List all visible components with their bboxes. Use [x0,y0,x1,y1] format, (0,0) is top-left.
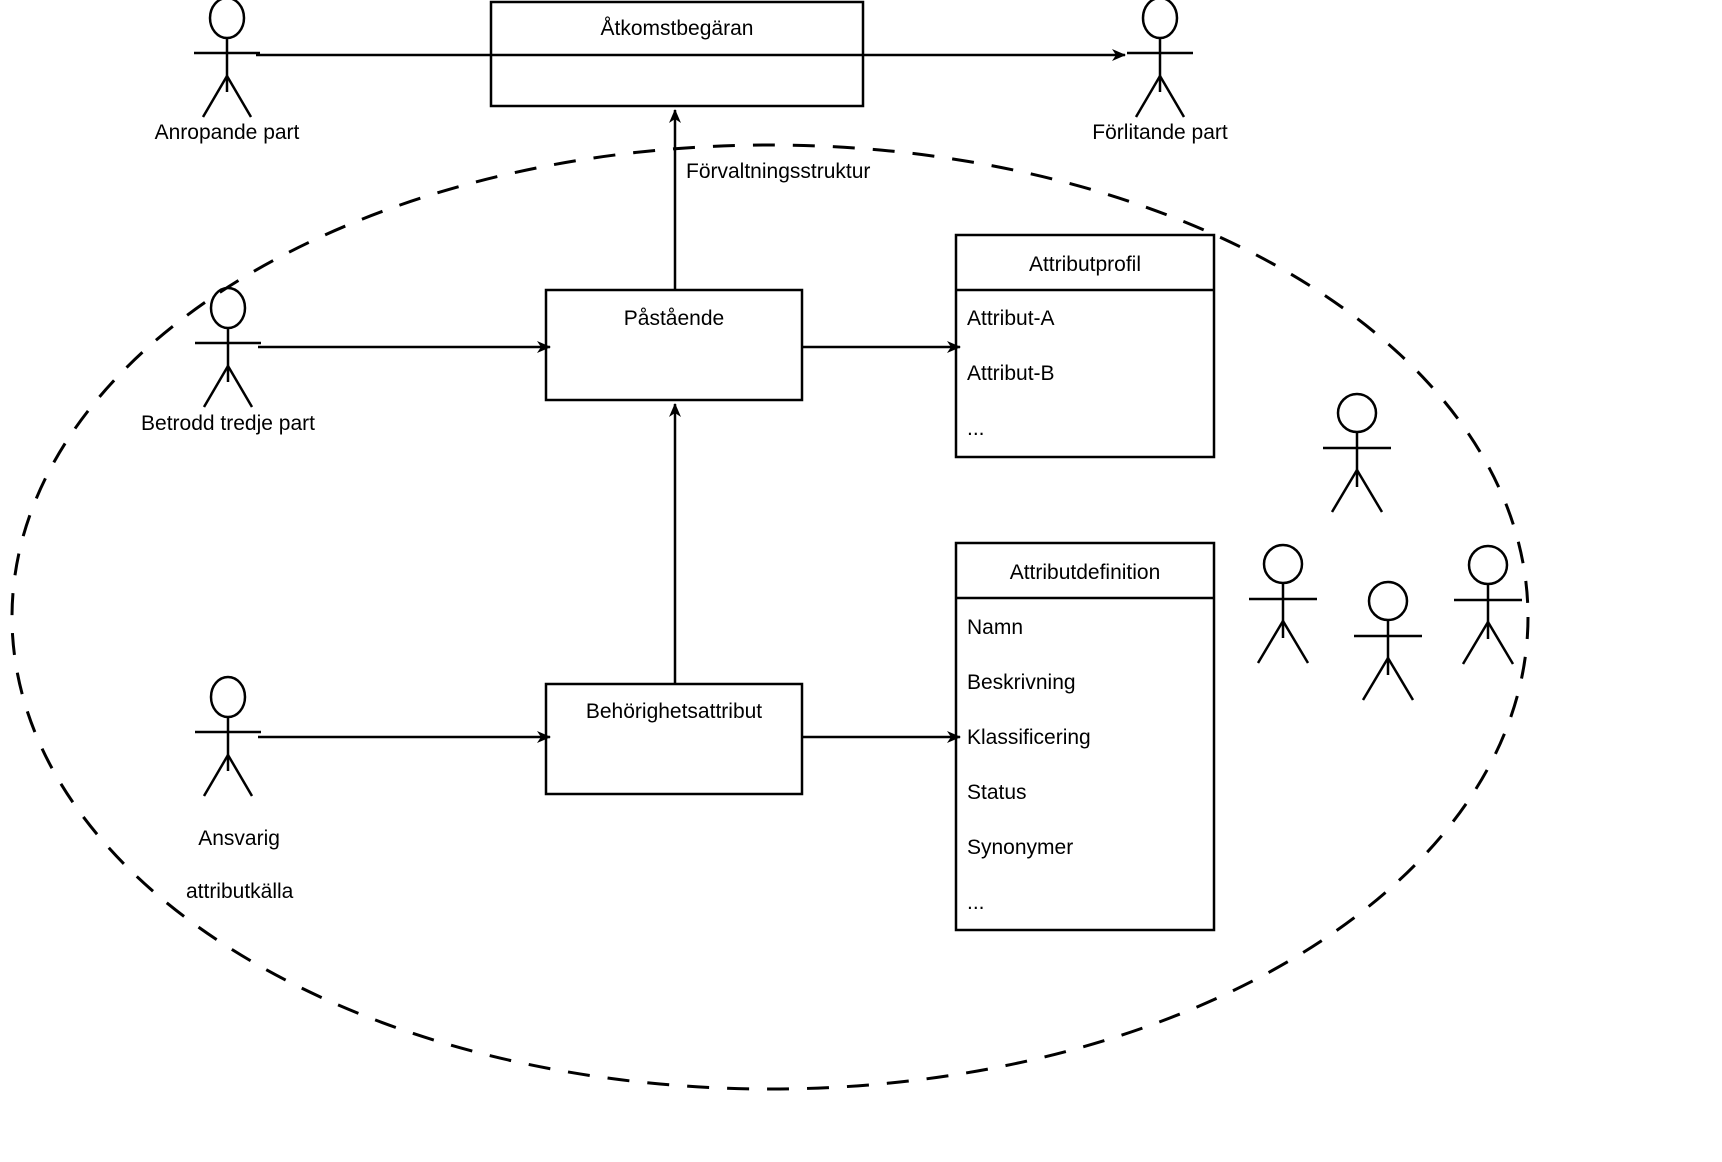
behorighetsattribut-box [544,682,804,796]
actor-anropande-part [194,0,260,118]
forvaltningsstruktur-boundary-ellipse [10,143,1530,1091]
attributdefinition-box [954,541,1216,932]
actor-unlabeled-3 [1454,544,1522,665]
actor-unlabeled-4 [1354,580,1422,701]
actor-unlabeled-1 [1323,392,1391,513]
actor-unlabeled-2 [1249,543,1317,664]
pastaende-box [544,288,804,402]
actor-group-unlabeled [1249,392,1522,701]
actor-ansvarig-attributkalla [195,675,261,797]
actor-forlitande-part [1127,0,1193,118]
actor-betrodd-tredje-part [195,286,261,408]
attributprofil-box [954,233,1216,459]
